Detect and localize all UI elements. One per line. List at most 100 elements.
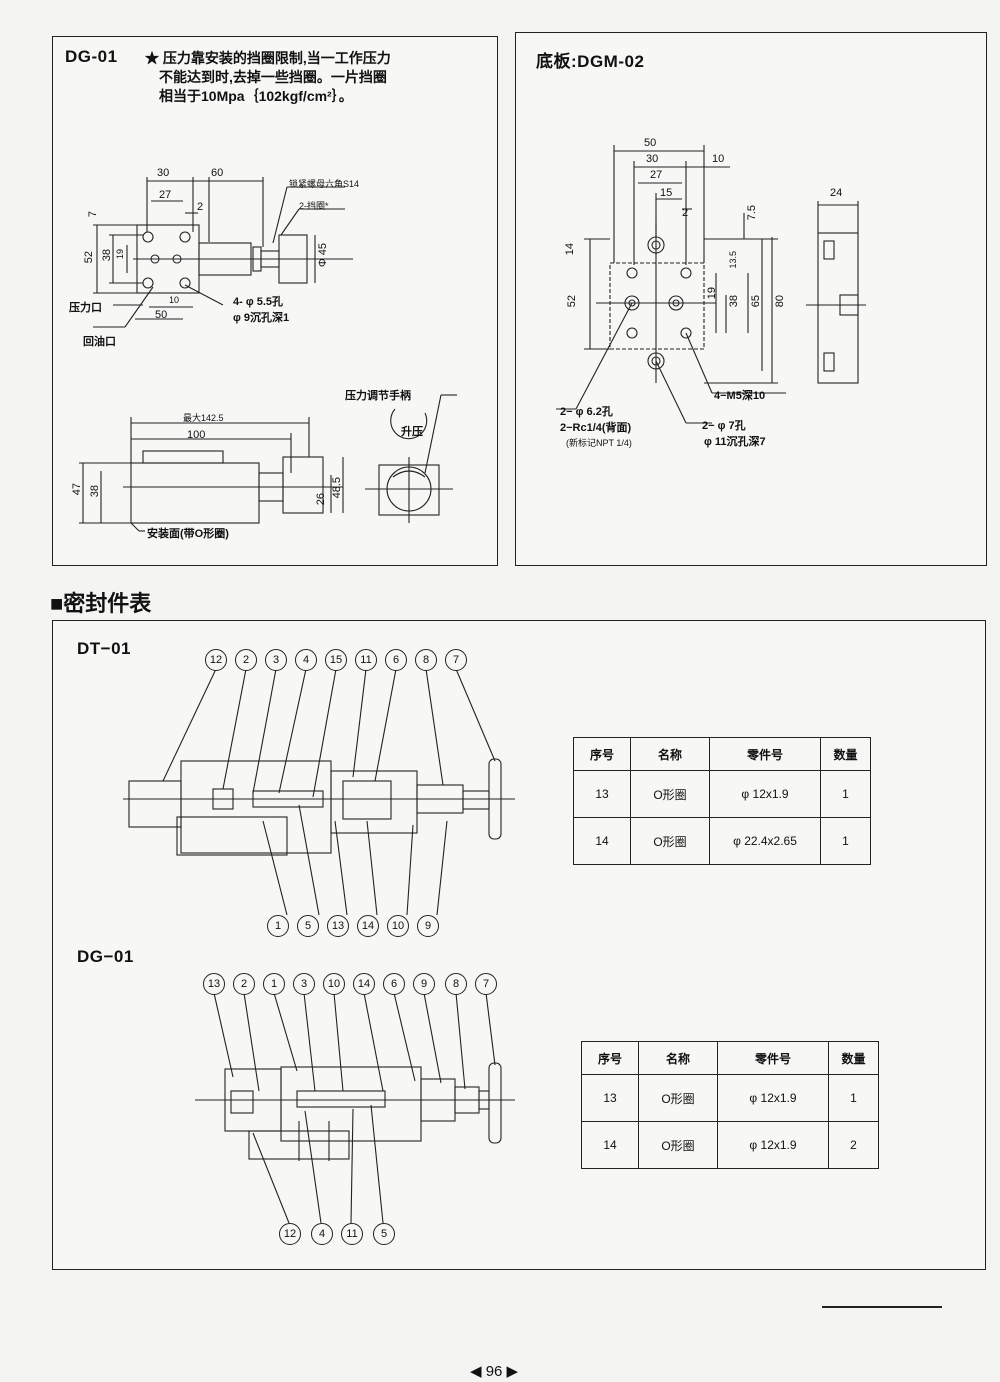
table-row: 14 O形圈 φ 22.4x2.65 1	[573, 817, 871, 865]
dg01-note-line-3: 相当于10Mpa｛102kgf/cm²｝。	[159, 88, 353, 104]
header-name: 名称	[638, 1041, 718, 1075]
seal-panel: DT−01 DG−01	[52, 620, 986, 1270]
table-header-row: 序号 名称 零件号 数量	[573, 737, 871, 771]
dg01-top-view-drawing	[79, 177, 457, 532]
dg01-label-lock-nut: 锁紧螺母六角S14	[289, 179, 360, 189]
dg01-dim-2: 2	[197, 201, 204, 213]
dgm02-label-rc: 2−Rc1/4(背面)	[560, 422, 632, 434]
header-part-no: 零件号	[717, 1041, 829, 1075]
table-row: 14 O形圈 φ 12x1.9 2	[581, 1121, 879, 1169]
dgm02-dim-13-5: 13.5	[728, 251, 738, 269]
footer-rule	[822, 1306, 942, 1308]
dg01-seal-model-label: DG−01	[77, 947, 134, 966]
dg01-dim-48-5: 48.5	[331, 477, 343, 499]
dgm02-dim-27: 27	[650, 169, 663, 181]
dg01-dim-52: 52	[83, 251, 95, 264]
dg01-callout-bottom-3: 11	[341, 1223, 363, 1245]
dgm02-label-6-2: 2− φ 6.2孔	[560, 406, 613, 418]
dt01-callout-top-4: 4	[295, 649, 317, 671]
cell-index: 14	[573, 817, 631, 865]
dg01-dim-38-side: 38	[89, 485, 101, 498]
dt01-callout-top-8: 8	[415, 649, 437, 671]
dgm02-dim-80: 80	[774, 295, 786, 308]
dt01-callout-top-9: 7	[445, 649, 467, 671]
dt01-callout-top-6: 11	[355, 649, 377, 671]
dg01-callout-top-6: 14	[353, 973, 375, 995]
cell-part-no: φ 12x1.9	[717, 1074, 829, 1122]
dg01-dim-26: 26	[315, 493, 327, 506]
dg01-callout-top-2: 2	[233, 973, 255, 995]
dgm02-dim-24: 24	[830, 187, 843, 199]
seal-section-title: ■密封件表	[50, 591, 152, 616]
table-row: 13 O形圈 φ 12x1.9 1	[573, 770, 871, 818]
dg01-callout-top-10: 7	[475, 973, 497, 995]
dt01-callout-bottom-5: 10	[387, 915, 409, 937]
dgm02-title: 底板:DGM-02	[536, 52, 645, 71]
dg01-label-holes: 4- φ 5.5孔	[233, 296, 284, 308]
dgm02-dim-2: 2	[682, 207, 689, 219]
dgm02-label-11: φ 11沉孔深7	[704, 436, 766, 448]
dg01-callout-bottom-1: 12	[279, 1223, 301, 1245]
dg01-callout-top-8: 9	[413, 973, 435, 995]
dt01-callout-bottom-3: 13	[327, 915, 349, 937]
dg01-dim-100: 100	[187, 429, 206, 441]
dg01-note-line-2: 不能达到时,去掉一些挡圈。一片挡圈	[159, 69, 387, 85]
dt01-callout-bottom-1: 1	[267, 915, 289, 937]
dt01-callout-bottom-6: 9	[417, 915, 439, 937]
dg01-callout-top-5: 10	[323, 973, 345, 995]
cell-index: 13	[581, 1074, 639, 1122]
dgm02-dim-10: 10	[712, 153, 725, 165]
dg01-dim-45: Φ 45	[317, 243, 329, 268]
dg01-dim-7: 7	[87, 211, 99, 218]
dg01-dim-19: 19	[115, 249, 125, 260]
dg01-callout-top-7: 6	[383, 973, 405, 995]
dg01-label-return-port: 回油口	[83, 336, 116, 348]
dg01-dim-47: 47	[71, 483, 83, 496]
header-index: 序号	[581, 1041, 639, 1075]
dgm02-panel: 底板:DGM-02 50 30 10	[515, 32, 987, 566]
dgm02-label-npt: (新标记NPT 1/4)	[566, 438, 632, 448]
cell-name: O形圈	[630, 817, 710, 865]
dt01-callout-top-5: 15	[325, 649, 347, 671]
dg01-callout-top-1: 13	[203, 973, 225, 995]
header-qty: 数量	[820, 737, 871, 771]
dgm02-dim-52: 52	[566, 295, 578, 308]
cell-qty: 2	[828, 1121, 879, 1169]
header-index: 序号	[573, 737, 631, 771]
dg01-dim-10: 10	[169, 295, 180, 305]
dt01-callout-bottom-2: 5	[297, 915, 319, 937]
table-row: 13 O形圈 φ 12x1.9 1	[581, 1074, 879, 1122]
dgm02-dim-65: 65	[750, 295, 762, 308]
dg01-label-retaining-ring: 2-挡圈*	[299, 201, 329, 211]
dg01-dim-30: 30	[157, 167, 170, 179]
table-header-row: 序号 名称 零件号 数量	[581, 1041, 879, 1075]
dgm02-drawing	[556, 145, 866, 424]
dg01-callout-bottom-4: 5	[373, 1223, 395, 1245]
cell-name: O形圈	[638, 1121, 718, 1169]
cell-name: O形圈	[638, 1074, 718, 1122]
cell-part-no: φ 12x1.9	[717, 1121, 829, 1169]
dgm02-dim-30: 30	[646, 153, 659, 165]
dg01-callout-top-3: 1	[263, 973, 285, 995]
dgm02-dim-7-5: 7.5	[746, 205, 758, 221]
dgm02-dim-50: 50	[644, 137, 657, 149]
dt01-callout-top-2: 2	[235, 649, 257, 671]
dgm02-label-m5: 4−M5深10	[714, 390, 766, 402]
dg01-seal-table: 序号 名称 零件号 数量 13 O形圈 φ 12x1.9 1 14 O形圈 φ …	[581, 1041, 879, 1169]
cell-index: 13	[573, 770, 631, 818]
cell-name: O形圈	[630, 770, 710, 818]
dg01-dim-38: 38	[101, 249, 113, 262]
dg01-note: ★ 压力靠安装的挡圈限制,当一工作压力 不能达到时,去掉一些挡圈。一片挡圈 相当…	[145, 49, 391, 106]
dg01-label-counterbore: φ 9沉孔深1	[233, 312, 290, 324]
header-name: 名称	[630, 737, 710, 771]
dt01-callout-top-3: 3	[265, 649, 287, 671]
cell-qty: 1	[820, 817, 871, 865]
dt01-callout-bottom-4: 14	[357, 915, 379, 937]
dg01-dim-max-length: 最大142.5	[183, 413, 224, 423]
dg01-label-mount-face: 安装面(带O形圈)	[147, 528, 229, 540]
dgm02-dim-14: 14	[564, 243, 576, 256]
header-qty: 数量	[828, 1041, 879, 1075]
dg01-dim-27: 27	[159, 189, 172, 201]
cell-index: 14	[581, 1121, 639, 1169]
dt01-model-label: DT−01	[77, 639, 131, 658]
